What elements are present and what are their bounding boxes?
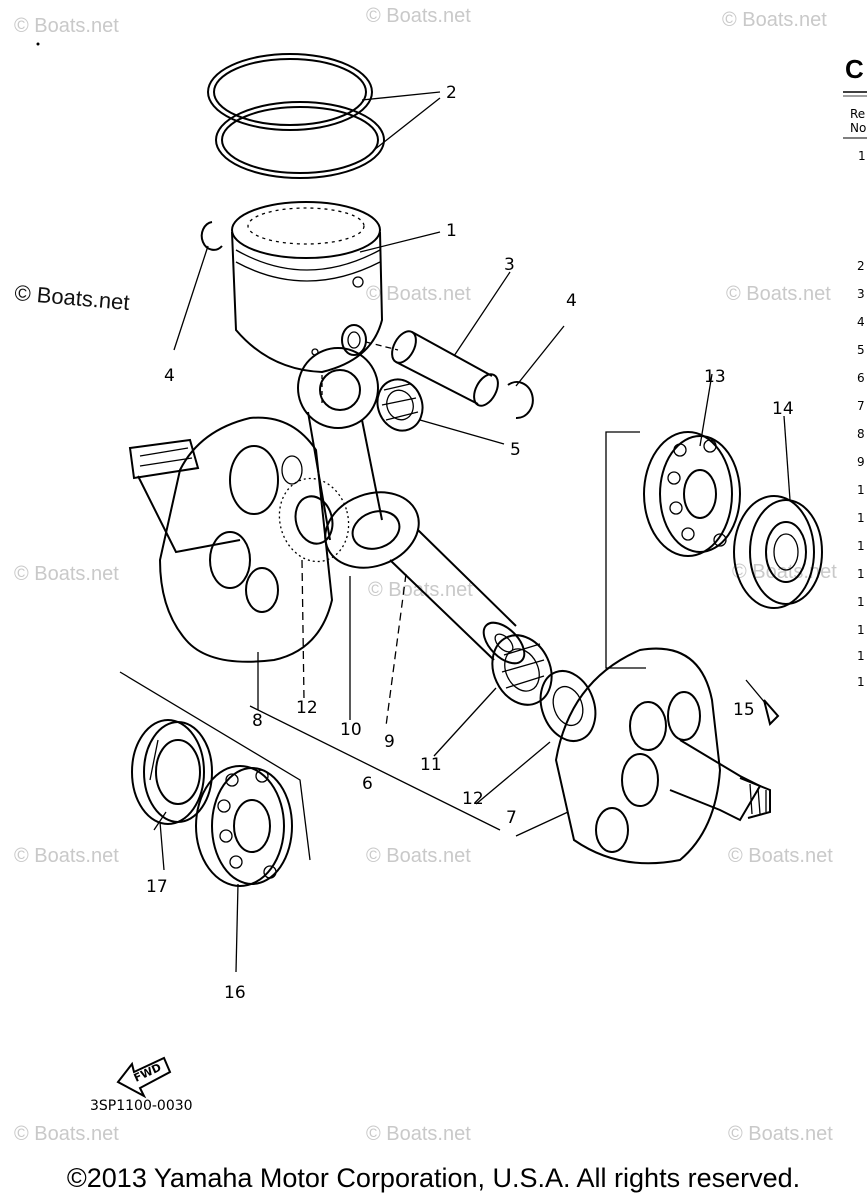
watermark: © Boats.net [366,845,471,867]
oil-seal [131,719,213,831]
ref-no: 1 [858,149,866,163]
ref-no: 8 [857,427,865,441]
diagram-code: 3SP1100-0030 [90,1098,193,1114]
bearing-16 [195,765,293,887]
group-bracket-right [605,431,646,669]
ref-no: 9 [857,455,865,469]
ref-no: 1 [857,539,865,553]
callout-5: 5 [510,440,521,460]
callout-3: 3 [504,255,515,275]
ref-no: 1 [857,567,865,581]
watermark: © Boats.net [732,561,837,583]
copyright-notice: ©2013 Yamaha Motor Corporation, U.S.A. A… [66,1163,801,1193]
ref-no: 1 [857,649,865,663]
watermark: © Boats.net [14,563,119,585]
callout-4: 4 [566,291,577,311]
watermark: © Boats.net [14,280,131,315]
callout-8: 8 [252,711,263,731]
thrust-washer [278,477,597,742]
ref-no: 2 [857,259,865,273]
watermark: © Boats.net [14,1123,119,1145]
ref-no: 1 [857,623,865,637]
callout-12: 12 [296,698,318,718]
ref-no: 3 [857,287,865,301]
parts-list-column: C Re No 1 2 3 4 5 6 7 8 9 1 1 1 1 1 1 1 … [843,54,867,689]
fwd-arrow-icon: FWD [116,1056,172,1099]
callout-10: 10 [340,720,362,740]
watermark: © Boats.net [728,845,833,867]
watermark: © Boats.net [728,1123,833,1145]
callout-14: 14 [772,399,794,419]
watermarks: © Boats.net © Boats.net © Boats.net © Bo… [14,5,838,1145]
fwd-label: FWD [132,1061,164,1085]
group-bracket-left [119,671,311,861]
piston [231,201,384,374]
callout-13: 13 [704,367,726,387]
callout-9: 9 [384,732,395,752]
ref-col-label: Re [850,107,865,121]
speck [36,42,40,46]
bearing-14 [733,495,823,609]
no-col-label: No [850,121,866,135]
watermark: © Boats.net [722,9,827,31]
piston-rings [207,53,385,179]
callout-2: 2 [446,83,457,103]
watermark: © Boats.net [366,283,471,305]
callout-11: 11 [420,755,442,775]
ref-no: 5 [857,343,865,357]
callouts: 1 2 3 4 4 5 6 7 8 9 10 11 12 12 13 14 15… [146,83,794,1003]
callout-17: 17 [146,877,168,897]
callout-7: 7 [506,808,517,828]
small-end-bearing [376,378,424,432]
watermark: © Boats.net [14,15,119,37]
circlips [200,221,534,420]
ref-no: 6 [857,371,865,385]
leader-lines [159,91,791,973]
ref-no: 1 [857,483,865,497]
callout-6: 6 [362,774,373,794]
callout-15: 15 [733,700,755,720]
callout-4: 4 [164,366,175,386]
right-crank [554,647,780,865]
ref-no: 1 [857,511,865,525]
big-end-bearing [491,634,553,706]
bearing-13 [643,431,741,557]
parts-list-header: C [845,54,864,84]
left-crank [128,416,334,663]
callout-12: 12 [462,789,484,809]
ref-no: 4 [857,315,865,329]
callout-16: 16 [224,983,246,1003]
watermark: © Boats.net [726,283,831,305]
ref-no: 1 [857,675,865,689]
callout-1: 1 [446,221,457,241]
watermark: © Boats.net [366,5,471,27]
watermark: © Boats.net [366,1123,471,1145]
watermark: © Boats.net [14,845,119,867]
ref-no: 1 [857,595,865,609]
piston-pin [365,330,499,407]
ref-no: 7 [857,399,865,413]
